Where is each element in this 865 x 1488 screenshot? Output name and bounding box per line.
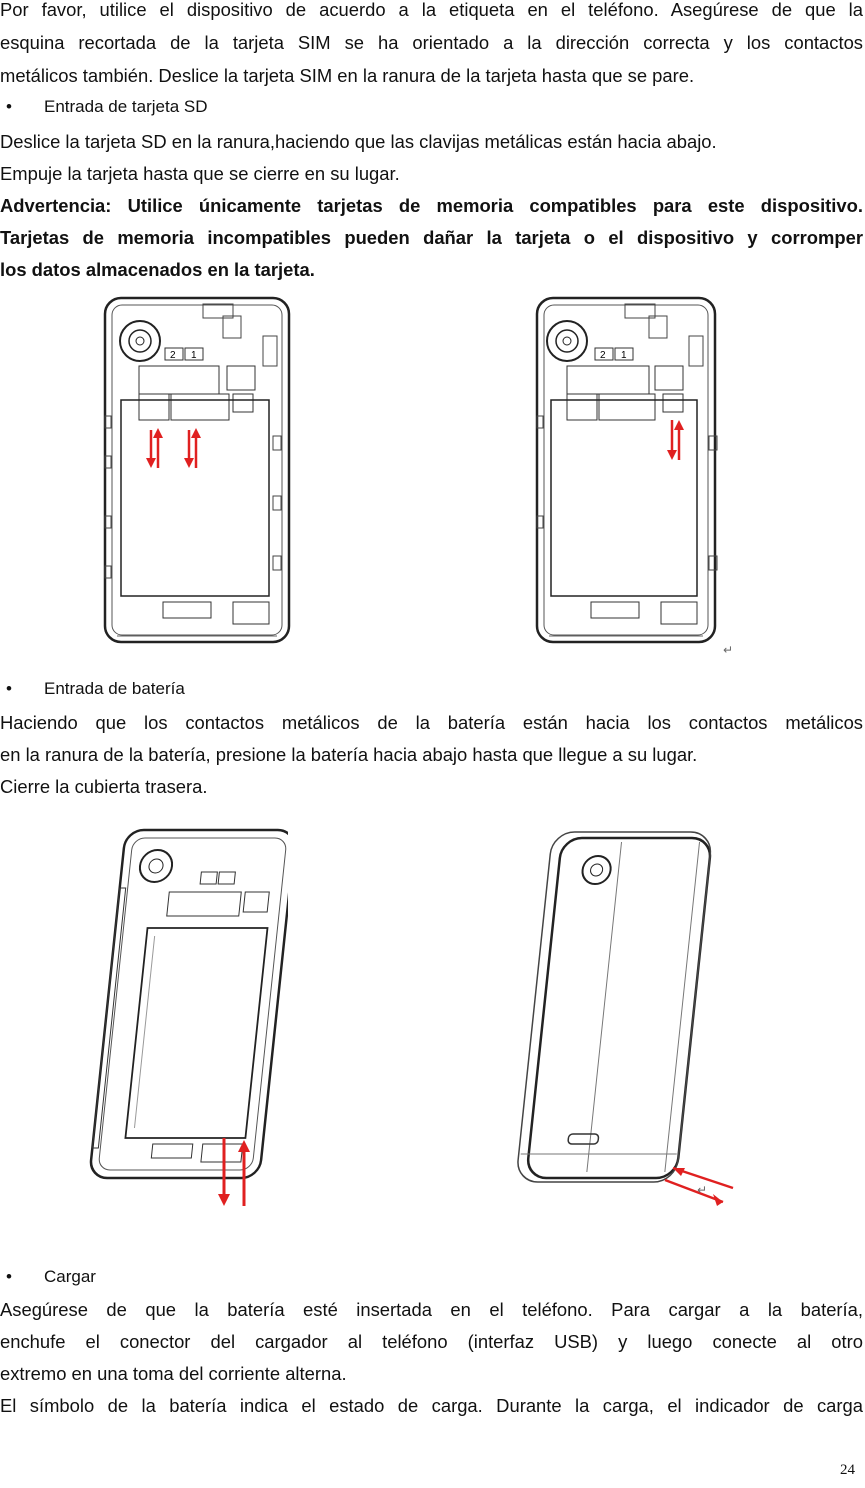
figure-sd-right: 2 1 ↵ <box>535 296 735 656</box>
figure-battery-insert <box>78 828 288 1213</box>
charge-line-4: El símbolo de la batería indica el estad… <box>0 1395 863 1416</box>
return-mark: ↵ <box>723 643 733 656</box>
sim-slot-label-1: 1 <box>191 350 197 361</box>
sd-slot-label-2: 2 <box>600 350 606 361</box>
page-number: 24 <box>840 1462 855 1478</box>
charge-line-3: extremo en una toma del corriente altern… <box>0 1363 347 1384</box>
battery-line-1: Haciendo que los contactos metálicos de … <box>0 712 863 733</box>
warning-line-2: Tarjetas de memoria incompatibles pueden… <box>0 227 863 248</box>
bullet-charge-label: Cargar <box>44 1267 96 1286</box>
sd-slot-label-1: 1 <box>621 350 627 361</box>
bullet-dot: • <box>6 1267 12 1286</box>
charge-line-2: enchufe el conector del cargador al telé… <box>0 1331 863 1352</box>
intro-line-1: Por favor, utilice el dispositivo de acu… <box>0 0 863 20</box>
figure-sim-left: 2 1 <box>103 296 293 646</box>
warning-line-3: los datos almacenados en la tarjeta. <box>0 259 315 280</box>
warning-line-1: Advertencia: Utilice únicamente tarjetas… <box>0 195 863 216</box>
intro-line-3: metálicos también. Deslice la tarjeta SI… <box>0 65 695 86</box>
bullet-dot: • <box>6 97 12 116</box>
figure-back-cover: ↵ <box>495 828 755 1213</box>
bullet-battery-label: Entrada de batería <box>44 679 185 698</box>
bullet-dot: • <box>6 679 12 698</box>
intro-line-2: esquina recortada de la tarjeta SIM se h… <box>0 32 863 53</box>
battery-line-3: Cierre la cubierta trasera. <box>0 776 208 797</box>
sim-slot-label-2: 2 <box>170 350 176 361</box>
sd-line-2: Empuje la tarjeta hasta que se cierre en… <box>0 163 400 184</box>
charge-line-1: Asegúrese de que la batería esté inserta… <box>0 1299 863 1320</box>
battery-line-2: en la ranura de la batería, presione la … <box>0 744 698 765</box>
return-mark: ↵ <box>697 1183 707 1197</box>
sd-line-1: Deslice la tarjeta SD en la ranura,hacie… <box>0 131 717 152</box>
bullet-sd-label: Entrada de tarjeta SD <box>44 97 208 116</box>
